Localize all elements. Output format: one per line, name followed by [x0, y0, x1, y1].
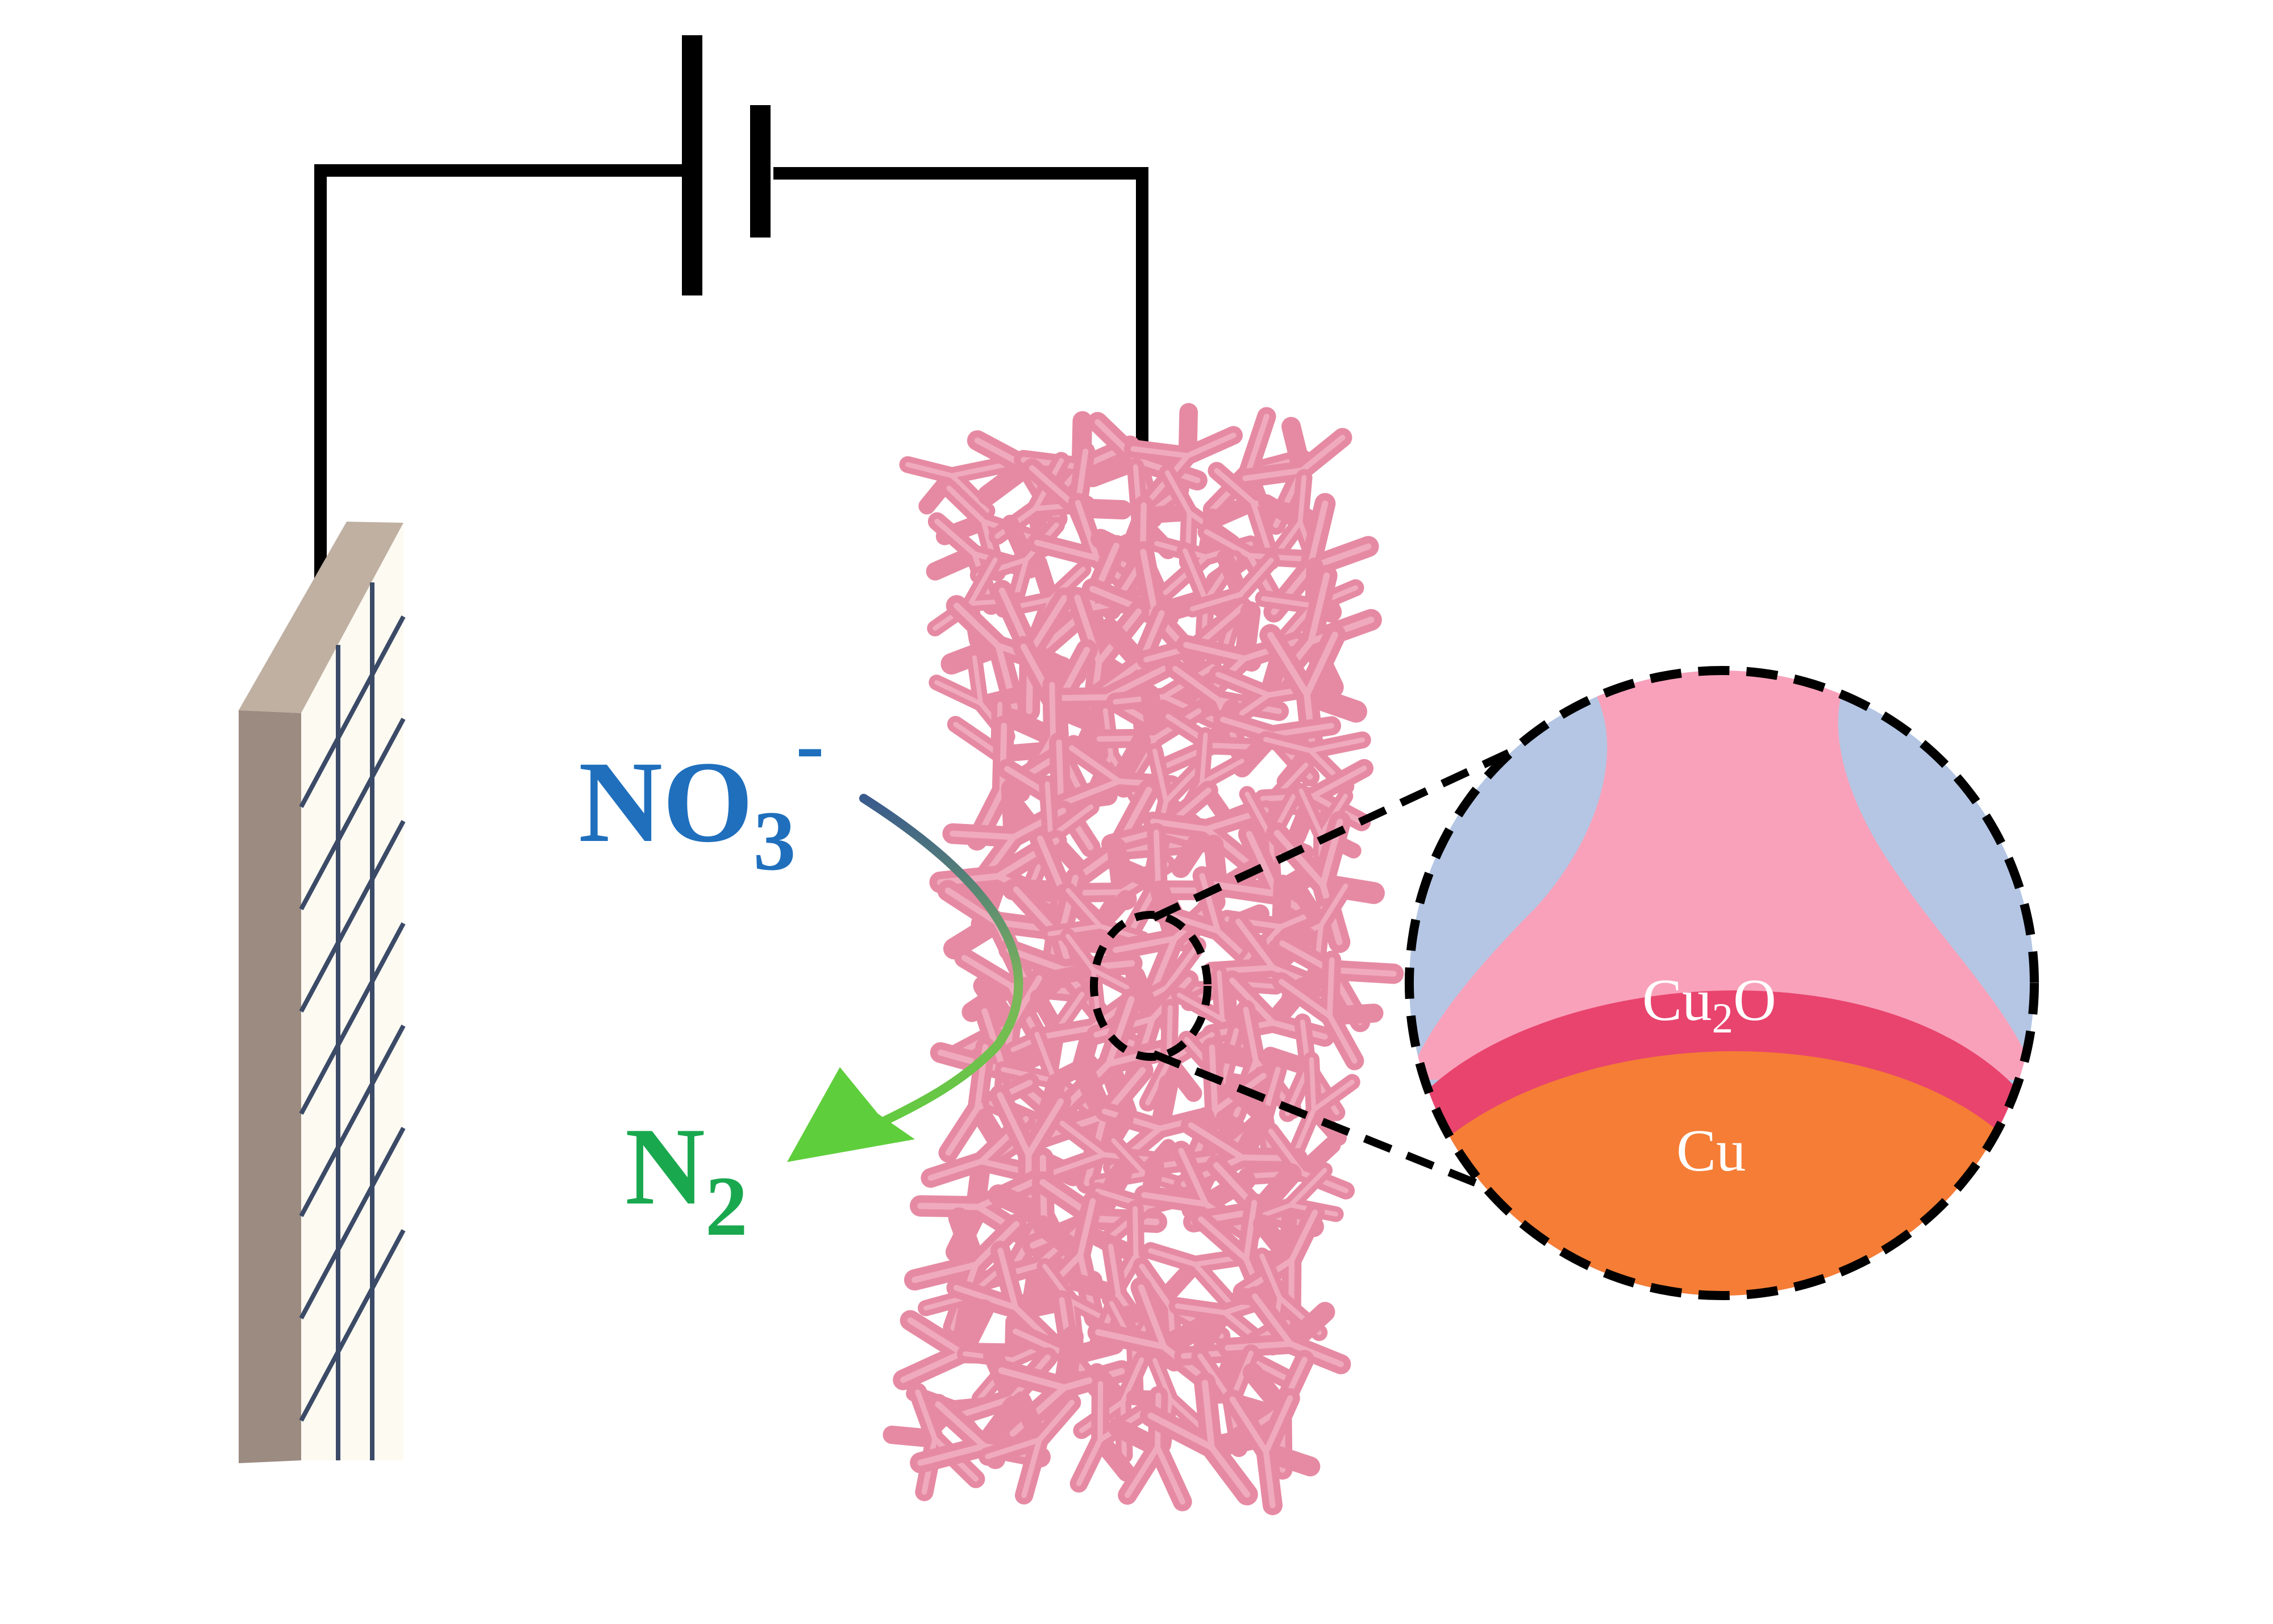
copper-foam-icon: [881, 399, 1394, 1512]
zoom-inset-icon: Cu2O Cu: [1405, 666, 2039, 1300]
battery-symbol-icon: [682, 35, 771, 295]
reaction-arrow: [787, 794, 1023, 1162]
zoom-region-marker: [1090, 911, 1212, 1061]
zoom-connector-lines: [1152, 749, 1510, 1200]
reactant-label: NO3-: [578, 697, 824, 888]
oxide-layer-label: Cu2O: [1642, 967, 1776, 1042]
mesh-electrode-icon: [239, 522, 406, 1463]
product-label: N2: [625, 1105, 748, 1254]
core-label: Cu: [1676, 1117, 1746, 1184]
circuit-wires: [314, 164, 1148, 623]
